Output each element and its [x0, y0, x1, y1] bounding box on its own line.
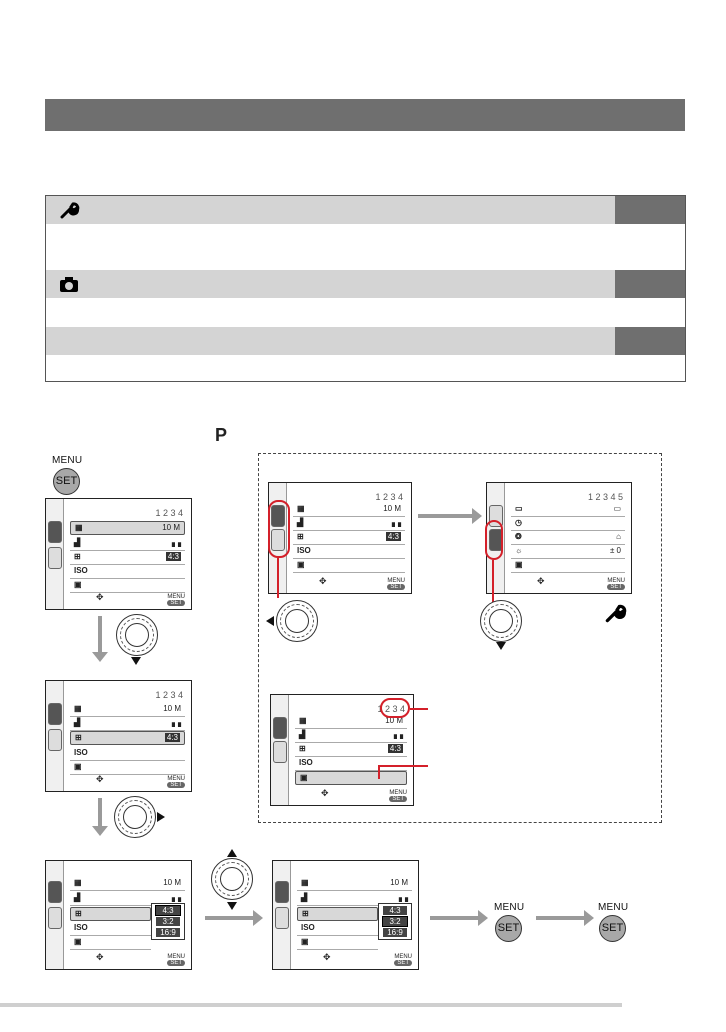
tab-highlight-mark — [268, 500, 290, 558]
page-ref-tag — [615, 196, 685, 224]
p-mode-symbol: P — [215, 425, 228, 445]
flow-arrow — [205, 916, 255, 920]
monitor-icon: ☼ — [515, 546, 523, 555]
flow-arrow — [98, 798, 102, 828]
page-ref-tag — [615, 327, 685, 355]
up-arrow-icon — [227, 849, 237, 857]
aspect-icon: ⊞ — [74, 552, 81, 561]
cursor-dial-down[interactable] — [116, 614, 158, 656]
flow-arrow — [418, 514, 474, 518]
wrench-icon — [605, 604, 627, 623]
section-header-bar — [45, 99, 685, 131]
footer-rule — [0, 1003, 622, 1007]
cursor-dial-left[interactable] — [276, 600, 318, 642]
menu-set-button[interactable]: MENU SET — [52, 455, 82, 501]
menu-set-button[interactable]: MENU SET — [598, 902, 628, 948]
tab-highlight-mark — [485, 520, 503, 560]
left-arrow-icon — [266, 616, 274, 626]
cursor-dial-updown[interactable] — [211, 858, 253, 900]
right-arrow-icon — [157, 812, 165, 822]
down-arrow-icon — [496, 642, 506, 650]
rec-menu-row — [46, 270, 685, 298]
cursor-dial-right[interactable] — [114, 796, 156, 838]
flow-arrow — [430, 916, 480, 920]
aspect-options-popup: 4:3 3:2 16:9 — [151, 903, 185, 940]
wrench-icon — [60, 202, 80, 219]
flow-arrow — [98, 616, 102, 654]
cursor-dial-down[interactable] — [480, 600, 522, 642]
quality-icon: ▟ — [74, 538, 81, 547]
world-time-icon: ❂ — [515, 532, 522, 541]
down-arrow-icon — [131, 657, 141, 665]
iso-icon: ISO — [74, 566, 88, 575]
playback-menu-row — [46, 327, 685, 355]
down-arrow-icon — [227, 902, 237, 910]
menu-set-button[interactable]: MENU SET — [494, 902, 524, 948]
flow-arrow — [536, 916, 586, 920]
clock-icon: ◷ — [515, 518, 522, 527]
camera-icon — [60, 277, 78, 292]
iso-limit-icon: ▣ — [74, 580, 82, 589]
battery-icon: ▭ — [515, 504, 523, 513]
setup-menu-row — [46, 196, 685, 224]
lcd-mode-icon: ▣ — [515, 560, 523, 569]
tip-box — [258, 453, 662, 823]
menu-table — [45, 195, 686, 382]
page-indicator-mark — [380, 698, 410, 718]
dpad-hint-icon: ✥ — [96, 592, 104, 602]
page-ref-tag — [615, 270, 685, 298]
picture-quality-icon: ▦ — [75, 523, 83, 532]
